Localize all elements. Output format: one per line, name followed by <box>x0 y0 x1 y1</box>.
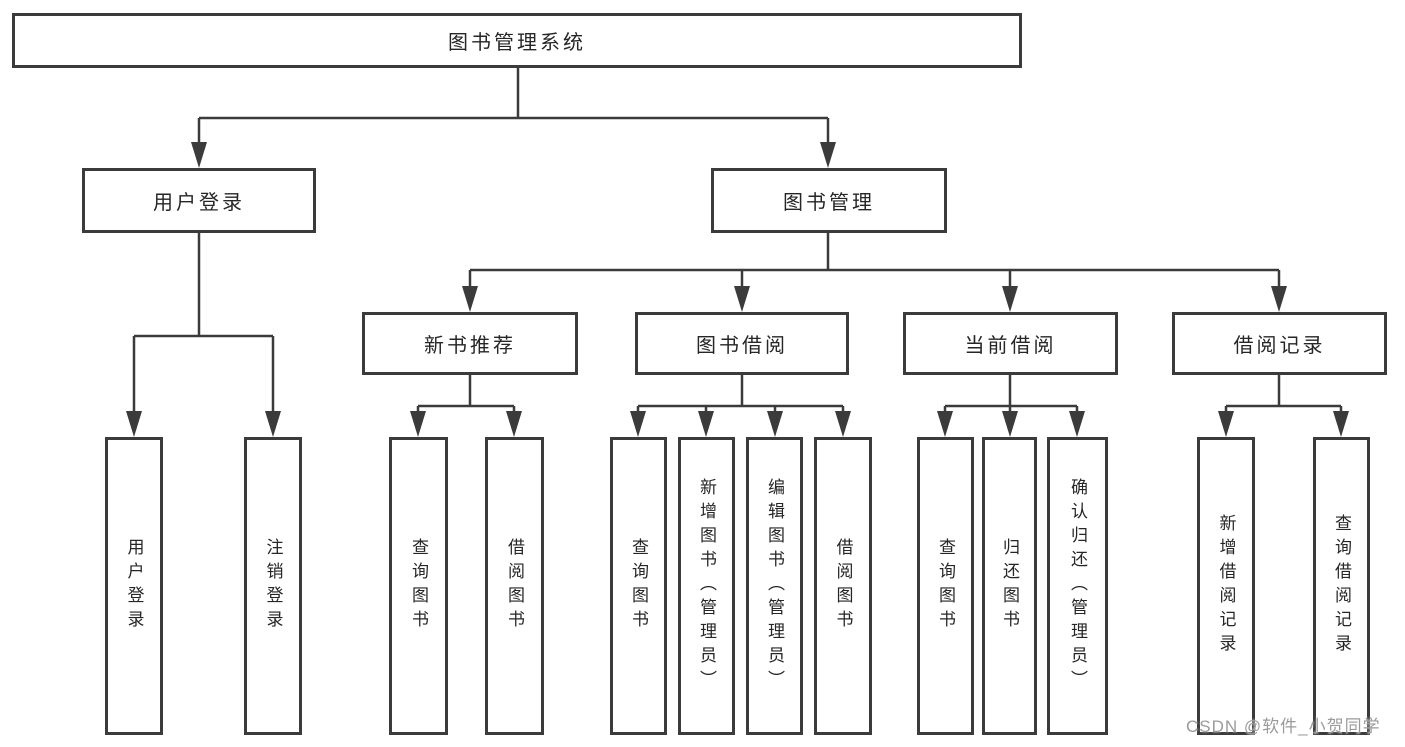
leaf-borrow-add-books: 新增图书（管理员） <box>678 437 735 735</box>
csdn-watermark: CSDN @软件_小贺同学 <box>1186 717 1381 736</box>
node-root: 图书管理系统 <box>12 13 1022 68</box>
node-current-borrow: 当前借阅 <box>903 312 1118 375</box>
node-user-login-label: 用户登录 <box>153 192 245 214</box>
leaf-current-query-books: 查询图书 <box>917 437 974 735</box>
leaf-records-query-record: 查询借阅记录 <box>1313 437 1370 735</box>
node-new-book-recommend-label: 新书推荐 <box>424 335 516 357</box>
leaf-records-add-record-label: 新增借阅记录 <box>1216 514 1236 658</box>
leaf-records-query-record-label: 查询借阅记录 <box>1332 514 1351 658</box>
leaf-borrow-query-books-label: 查询图书 <box>629 538 648 634</box>
leaf-current-return-books-label: 归还图书 <box>1000 538 1019 634</box>
leaf-current-confirm-return: 确认归还（管理员） <box>1047 437 1108 735</box>
node-book-borrow-label: 图书借阅 <box>696 335 788 357</box>
leaf-user-login: 用户登录 <box>105 437 163 735</box>
leaf-logout-label: 注销登录 <box>263 538 283 634</box>
node-book-borrow: 图书借阅 <box>635 312 849 375</box>
leaf-recommend-query-books-label: 查询图书 <box>409 538 428 634</box>
leaf-borrow-add-books-label: 新增图书（管理员） <box>697 478 716 694</box>
node-user-login: 用户登录 <box>82 168 316 233</box>
leaf-recommend-query-books: 查询图书 <box>389 437 448 735</box>
node-current-borrow-label: 当前借阅 <box>964 335 1057 357</box>
node-root-label: 图书管理系统 <box>448 32 586 54</box>
leaf-recommend-borrow-books-label: 借阅图书 <box>505 538 524 634</box>
node-book-management: 图书管理 <box>711 168 947 233</box>
node-book-management-label: 图书管理 <box>783 192 875 214</box>
leaf-current-confirm-return-label: 确认归还（管理员） <box>1068 478 1087 694</box>
leaf-borrow-borrow-books: 借阅图书 <box>814 437 872 735</box>
node-new-book-recommend: 新书推荐 <box>362 312 578 375</box>
leaf-borrow-edit-books-label: 编辑图书（管理员） <box>765 478 784 694</box>
leaf-borrow-edit-books: 编辑图书（管理员） <box>746 437 803 735</box>
leaf-logout: 注销登录 <box>244 437 302 735</box>
node-borrow-records-label: 借阅记录 <box>1233 335 1326 357</box>
leaf-borrow-query-books: 查询图书 <box>610 437 667 735</box>
leaf-user-login-label: 用户登录 <box>124 538 144 634</box>
leaf-borrow-borrow-books-label: 借阅图书 <box>833 538 853 634</box>
leaf-current-query-books-label: 查询图书 <box>936 538 955 634</box>
node-borrow-records: 借阅记录 <box>1172 312 1387 375</box>
leaf-recommend-borrow-books: 借阅图书 <box>485 437 544 735</box>
leaf-records-add-record: 新增借阅记录 <box>1197 437 1255 735</box>
leaf-current-return-books: 归还图书 <box>982 437 1037 735</box>
